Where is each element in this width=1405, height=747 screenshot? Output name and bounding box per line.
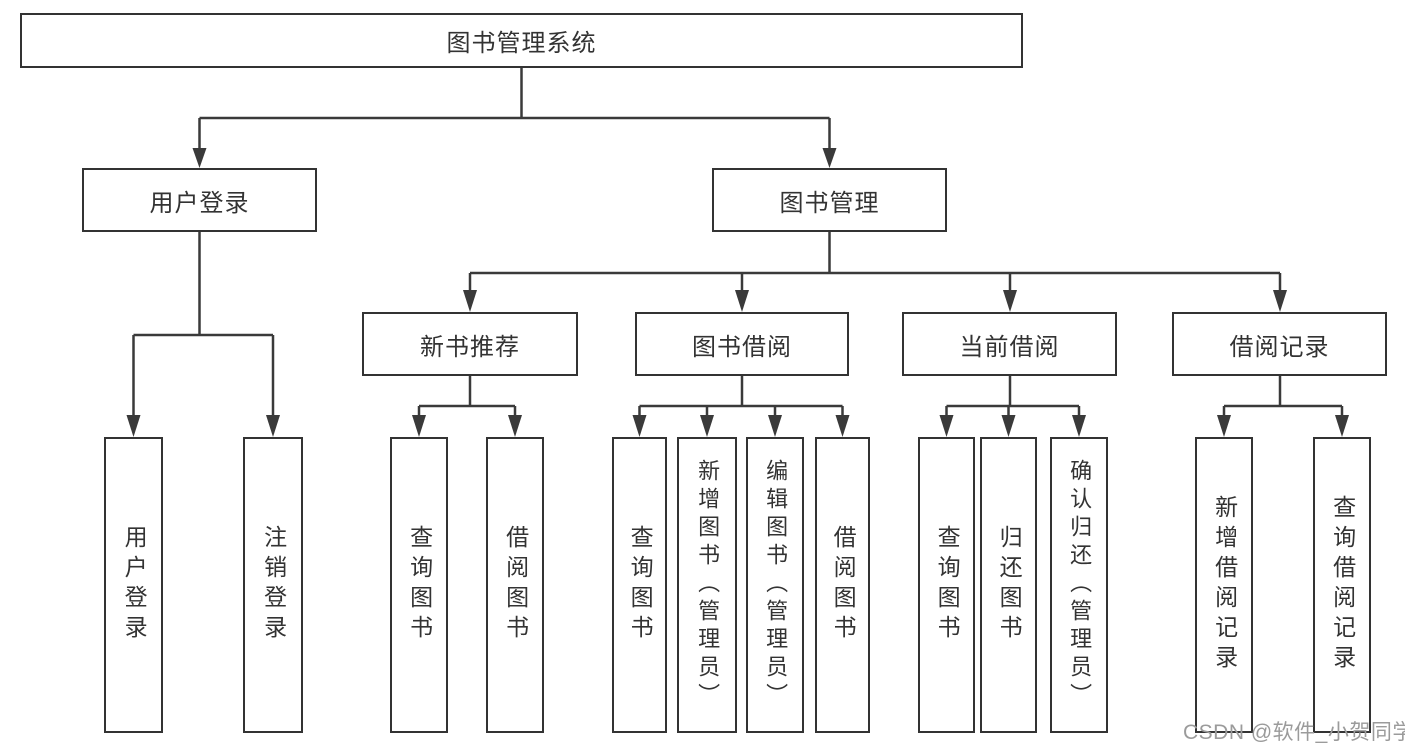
- node-leaf-edit-book-admin-label: 编辑图书（管理员）: [763, 459, 789, 711]
- node-leaf-query-book-recommend-label: 查询图书: [406, 525, 433, 645]
- node-leaf-query-borrow-record: 查询借阅记录: [1313, 437, 1371, 733]
- node-leaf-query-book-borrowing-label: 查询图书: [627, 525, 654, 645]
- connector-new-book-children: [412, 376, 522, 437]
- node-leaf-borrow-book-recommend-label: 借阅图书: [502, 525, 529, 645]
- node-leaf-query-book-current-label: 查询图书: [934, 525, 961, 645]
- node-book-management: 图书管理: [712, 168, 947, 232]
- connector-book-borrowing-children: [632, 376, 850, 437]
- node-user-login: 用户登录: [82, 168, 317, 232]
- watermark: CSDN @软件_小贺同学: [1183, 721, 1405, 744]
- node-leaf-add-book-admin-label: 新增图书（管理员）: [695, 459, 721, 711]
- node-leaf-borrow-book-label: 借阅图书: [830, 525, 857, 645]
- node-leaf-add-borrow-record: 新增借阅记录: [1195, 437, 1253, 733]
- node-leaf-query-book-borrowing: 查询图书: [612, 437, 667, 733]
- node-borrowing-records: 借阅记录: [1172, 312, 1387, 376]
- node-leaf-user-login: 用户登录: [104, 437, 163, 733]
- node-current-borrowing: 当前借阅: [902, 312, 1117, 376]
- connector-book-management-children: [463, 232, 1287, 312]
- node-leaf-logout: 注销登录: [243, 437, 303, 733]
- node-leaf-confirm-return-admin-label: 确认归还（管理员）: [1067, 459, 1093, 711]
- node-leaf-edit-book-admin: 编辑图书（管理员）: [746, 437, 804, 733]
- node-leaf-add-book-admin: 新增图书（管理员）: [677, 437, 737, 733]
- node-leaf-query-book-current: 查询图书: [918, 437, 975, 733]
- node-leaf-return-book: 归还图书: [980, 437, 1037, 733]
- node-leaf-borrow-book-recommend: 借阅图书: [486, 437, 544, 733]
- node-leaf-logout-label: 注销登录: [260, 525, 287, 645]
- node-leaf-return-book-label: 归还图书: [996, 525, 1023, 645]
- node-leaf-query-book-recommend: 查询图书: [390, 437, 448, 733]
- node-leaf-borrow-book: 借阅图书: [815, 437, 870, 733]
- node-leaf-confirm-return-admin: 确认归还（管理员）: [1050, 437, 1108, 733]
- node-leaf-query-borrow-record-label: 查询借阅记录: [1329, 495, 1356, 675]
- connector-borrowing-records-children: [1217, 376, 1349, 437]
- connector-root-to-level2: [192, 68, 837, 168]
- connector-user-login-children: [126, 232, 280, 437]
- node-root-library-system: 图书管理系统: [20, 13, 1023, 68]
- connector-current-borrowing-children: [939, 376, 1086, 437]
- node-new-book-recommendation: 新书推荐: [362, 312, 578, 376]
- node-book-borrowing: 图书借阅: [635, 312, 849, 376]
- node-leaf-add-borrow-record-label: 新增借阅记录: [1211, 495, 1238, 675]
- node-leaf-user-login-label: 用户登录: [121, 525, 148, 645]
